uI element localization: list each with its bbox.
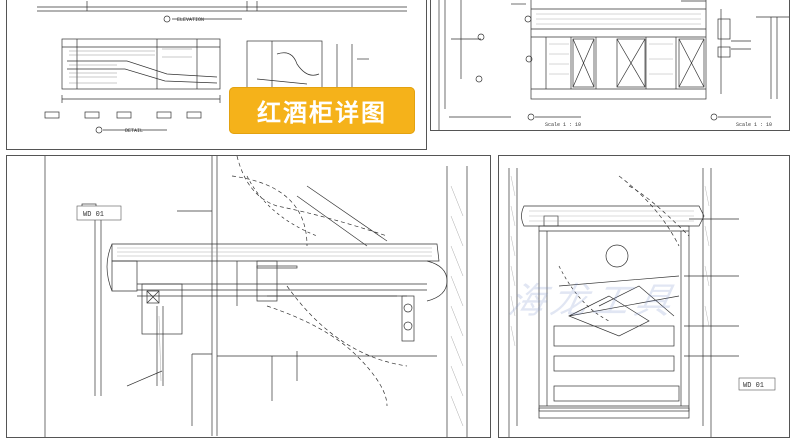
drawing-sheet-bottom-left: WD 01 <box>6 155 491 438</box>
scale-label-right: Scale 1 : 10 <box>736 122 772 128</box>
watermark: 海龙工具 <box>504 281 682 322</box>
cabinet-elevation-drawing: Scale 1 : 10 Scale 1 : 10 <box>438 0 789 130</box>
elevation-label: ELEVATION <box>177 17 204 23</box>
material-tag-code: WD 01 <box>83 211 104 219</box>
drawing-sheet-top-left: ELEVATION DETAIL <box>6 0 427 150</box>
material-tag-code: WD 01 <box>743 382 764 390</box>
title-badge: 红酒柜详图 <box>229 87 415 134</box>
drawing-sheet-bottom-right: WD 01 <box>498 155 790 438</box>
material-tag <box>738 377 776 391</box>
cabinet-section-drawing: WD 01 <box>508 168 776 437</box>
section-detail-drawing: WD 01 <box>44 156 468 437</box>
detail-label: DETAIL <box>125 128 143 134</box>
material-tag <box>76 205 122 221</box>
scale-label-left: Scale 1 : 10 <box>545 122 581 128</box>
drawing-sheet-top-right: Scale 1 : 10 Scale 1 : 10 <box>430 0 790 131</box>
elevation-detail-drawing: ELEVATION DETAIL <box>37 1 407 134</box>
